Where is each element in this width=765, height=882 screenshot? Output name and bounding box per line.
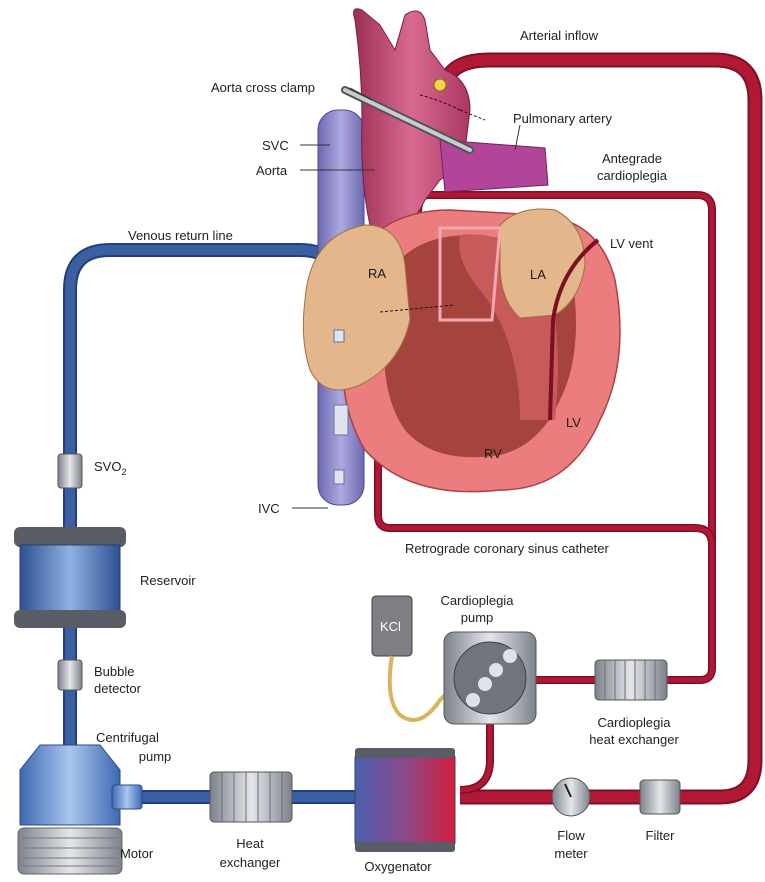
label-flow-meter-line2: meter [554, 846, 588, 861]
label-pulmonary-artery: Pulmonary artery [513, 111, 612, 126]
label-aorta-cross-clamp: Aorta cross clamp [211, 80, 315, 95]
label-filter: Filter [646, 828, 676, 843]
cardioplegia-heat-exchanger [595, 660, 667, 700]
label-heat-exchanger-line1: Heat [236, 836, 264, 851]
label-motor: Motor [120, 846, 154, 861]
label-reservoir: Reservoir [140, 573, 196, 588]
oxygenator [355, 748, 455, 852]
label-rv: RV [484, 446, 502, 461]
label-ivc: IVC [258, 501, 280, 516]
reservoir [14, 527, 126, 628]
label-svc: SVC [262, 138, 289, 153]
label-antegrade-line2: cardioplegia [597, 168, 668, 183]
cardioplegia-pump [444, 632, 536, 724]
label-arterial-inflow: Arterial inflow [520, 28, 599, 43]
label-bubble-detector-line1: Bubble [94, 664, 134, 679]
label-cp-heat-exchanger-line1: Cardioplegia [598, 715, 672, 730]
bubble-detector [58, 660, 82, 690]
label-la: LA [530, 267, 546, 282]
label-retrograde-catheter: Retrograde coronary sinus catheter [405, 541, 609, 556]
label-flow-meter-line1: Flow [557, 828, 585, 843]
kcl-bag [372, 596, 450, 720]
label-lv-vent: LV vent [610, 236, 654, 251]
label-oxygenator: Oxygenator [364, 859, 432, 874]
label-cardioplegia-pump-line2: pump [461, 610, 494, 625]
centrifugal-pump [20, 745, 142, 825]
flow-meter [552, 778, 590, 816]
label-bubble-detector-line2: detector [94, 681, 142, 696]
heat-exchanger [210, 772, 292, 822]
label-centrifugal-pump-line1: Centrifugal [96, 730, 159, 745]
label-venous-return-line: Venous return line [128, 228, 233, 243]
heart [303, 9, 620, 505]
label-kcl: KCl [380, 619, 401, 634]
filter [640, 780, 680, 814]
label-cardioplegia-pump-line1: Cardioplegia [441, 593, 515, 608]
label-antegrade-line1: Antegrade [602, 151, 662, 166]
motor [18, 828, 122, 874]
svo2-sensor [58, 454, 82, 488]
label-ra: RA [368, 266, 386, 281]
label-aorta: Aorta [256, 163, 288, 178]
label-heat-exchanger-line2: exchanger [220, 855, 281, 870]
label-lv: LV [566, 415, 581, 430]
label-svo2: SVO2 [94, 459, 126, 477]
label-centrifugal-pump-line2: pump [139, 749, 172, 764]
label-cp-heat-exchanger-line2: heat exchanger [589, 732, 679, 747]
